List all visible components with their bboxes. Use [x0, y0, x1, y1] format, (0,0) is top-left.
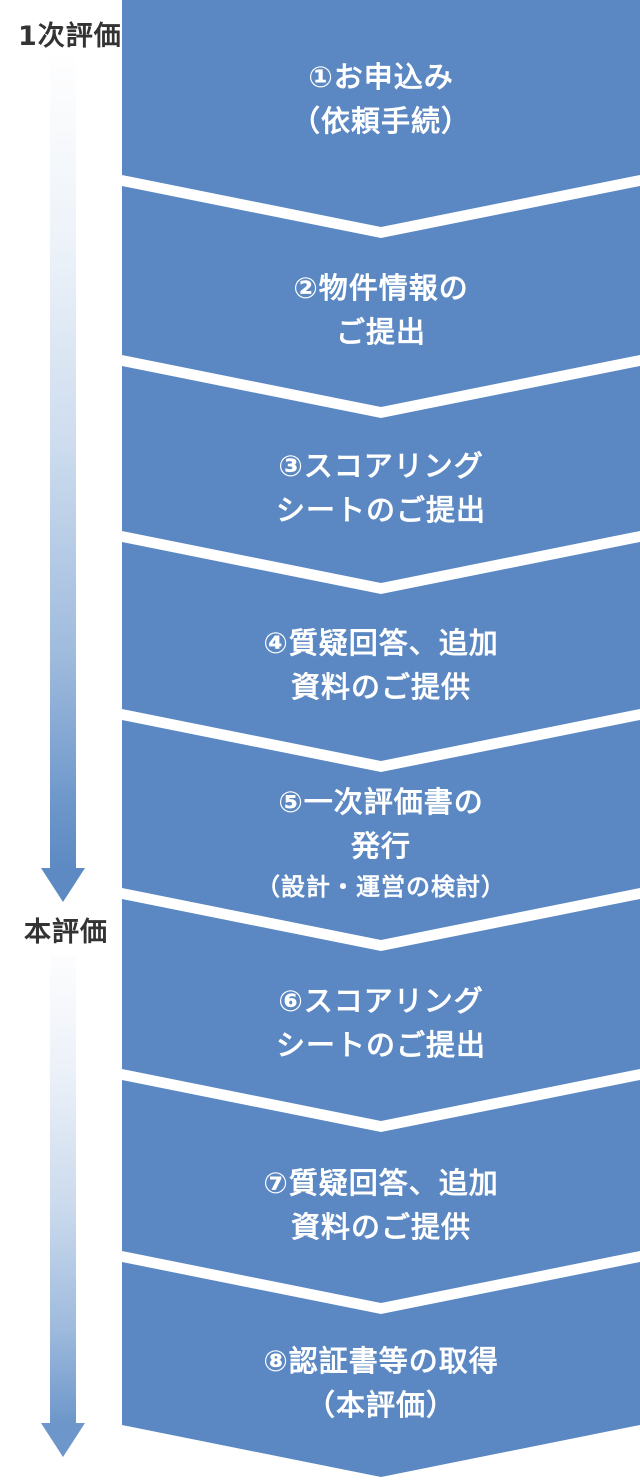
phase-arrow-primary-arrowhead-icon	[41, 868, 85, 902]
step-6-line-2: シートのご提出	[275, 1028, 486, 1062]
step-7-line-2: 資料のご提供	[290, 1209, 471, 1244]
step-2-line-2: ご提出	[335, 314, 426, 349]
step-1-chevron: ①お申込み （依頼手続）	[122, 0, 640, 227]
phase-arrow-primary-icon	[41, 58, 85, 902]
step-1-line-1: ①お申込み	[308, 59, 454, 94]
step-4-line-2: 資料のご提供	[290, 669, 471, 704]
phase-arrow-main-arrowhead-icon	[41, 1423, 85, 1457]
step-7-line-1: ⑦質疑回答、追加	[263, 1165, 499, 1200]
phase-arrow-main-icon	[41, 955, 85, 1457]
step-5-line-1: ⑤一次評価書の	[278, 785, 484, 819]
step-6-line-1: ⑥スコアリング	[278, 984, 484, 1018]
phase-arrow-main-shaft	[50, 955, 76, 1423]
step-3-line-2: シートのご提出	[275, 492, 486, 527]
step-4-chevron: ④質疑回答、追加 資料のご提供	[122, 542, 640, 761]
phase-arrow-primary-shaft	[50, 58, 76, 868]
step-2-line-1: ②物件情報の	[293, 270, 469, 305]
phase-label-primary-evaluation: 1次評価	[18, 21, 122, 52]
step-8-line-1: ⑧認証書等の取得	[263, 1343, 499, 1378]
steps-column: ①お申込み （依頼手続） ②物件情報の ご提出 ③スコアリング シートのご提出 …	[122, 0, 640, 1482]
phase-label-main-evaluation: 本評価	[24, 917, 108, 948]
step-8-line-2: （本評価）	[305, 1387, 456, 1422]
step-1-line-2: （依頼手続）	[290, 103, 471, 138]
step-4-line-1: ④質疑回答、追加	[263, 625, 499, 660]
step-5-subline: （設計・運営の検討）	[256, 873, 506, 901]
step-5-line-2: 発行	[350, 829, 411, 863]
step-3-line-1: ③スコアリング	[278, 448, 484, 483]
